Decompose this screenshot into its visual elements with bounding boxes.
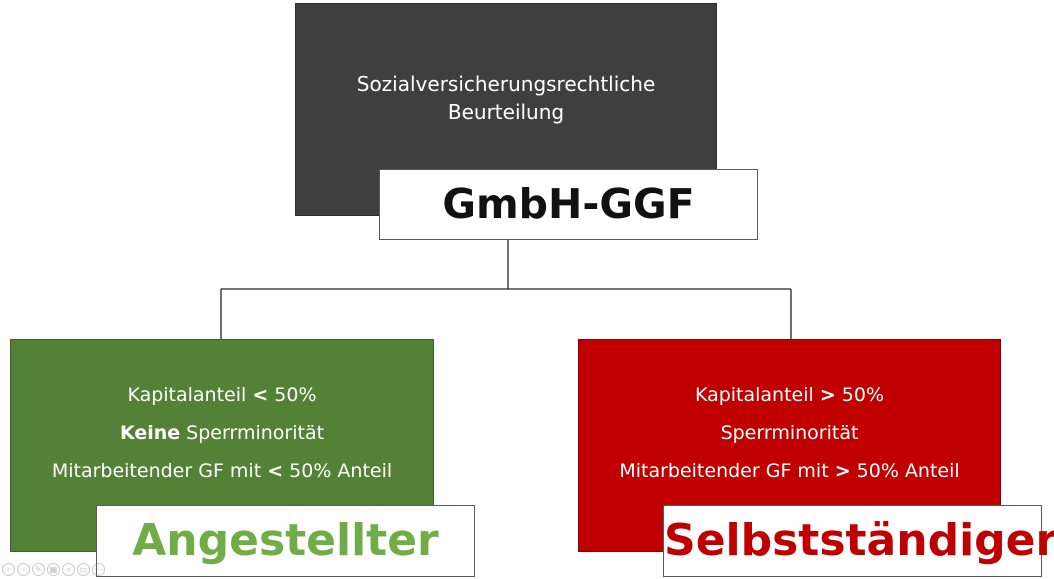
root-node-text: Sozialversicherungsrechtliche Beurteilun… [296, 70, 716, 126]
more-options-icon[interactable]: ⋯ [92, 563, 105, 576]
next-arrow-icon[interactable]: › [17, 563, 30, 576]
pen-icon[interactable]: ✎ [32, 563, 45, 576]
right-criterion-1: Kapitalanteil > 50% [694, 384, 885, 406]
right-criterion-3: Mitarbeitender GF mit > 50% Anteil [619, 460, 960, 482]
left-label: Angestellter [96, 505, 475, 577]
zoom-icon[interactable]: ⌕ [62, 563, 75, 576]
right-node-criteria: Kapitalanteil > 50% Sperrminorität Mitar… [579, 376, 1000, 490]
left-criterion-1: Kapitalanteil < 50% [127, 384, 317, 406]
right-criterion-2: Sperrminorität [720, 422, 859, 444]
root-node: Sozialversicherungsrechtliche Beurteilun… [295, 3, 717, 216]
root-title-line-2: Beurteilung [447, 100, 565, 124]
left-criterion-3: Mitarbeitender GF mit < 50% Anteil [51, 460, 393, 482]
left-criterion-2: Keine Sperrminorität [119, 422, 325, 444]
slides-grid-icon[interactable]: ▦ [47, 563, 60, 576]
right-label: Selbstständiger [663, 505, 1054, 577]
slideshow-controls: ‹ › ✎ ▦ ⌕ ▭ ⋯ [2, 563, 105, 576]
screen-icon[interactable]: ▭ [77, 563, 90, 576]
root-label: GmbH-GGF [379, 169, 758, 240]
left-node-criteria: Kapitalanteil < 50% Keine Sperrminorität… [11, 376, 433, 490]
prev-arrow-icon[interactable]: ‹ [2, 563, 15, 576]
root-title-line-1: Sozialversicherungsrechtliche [356, 72, 656, 96]
